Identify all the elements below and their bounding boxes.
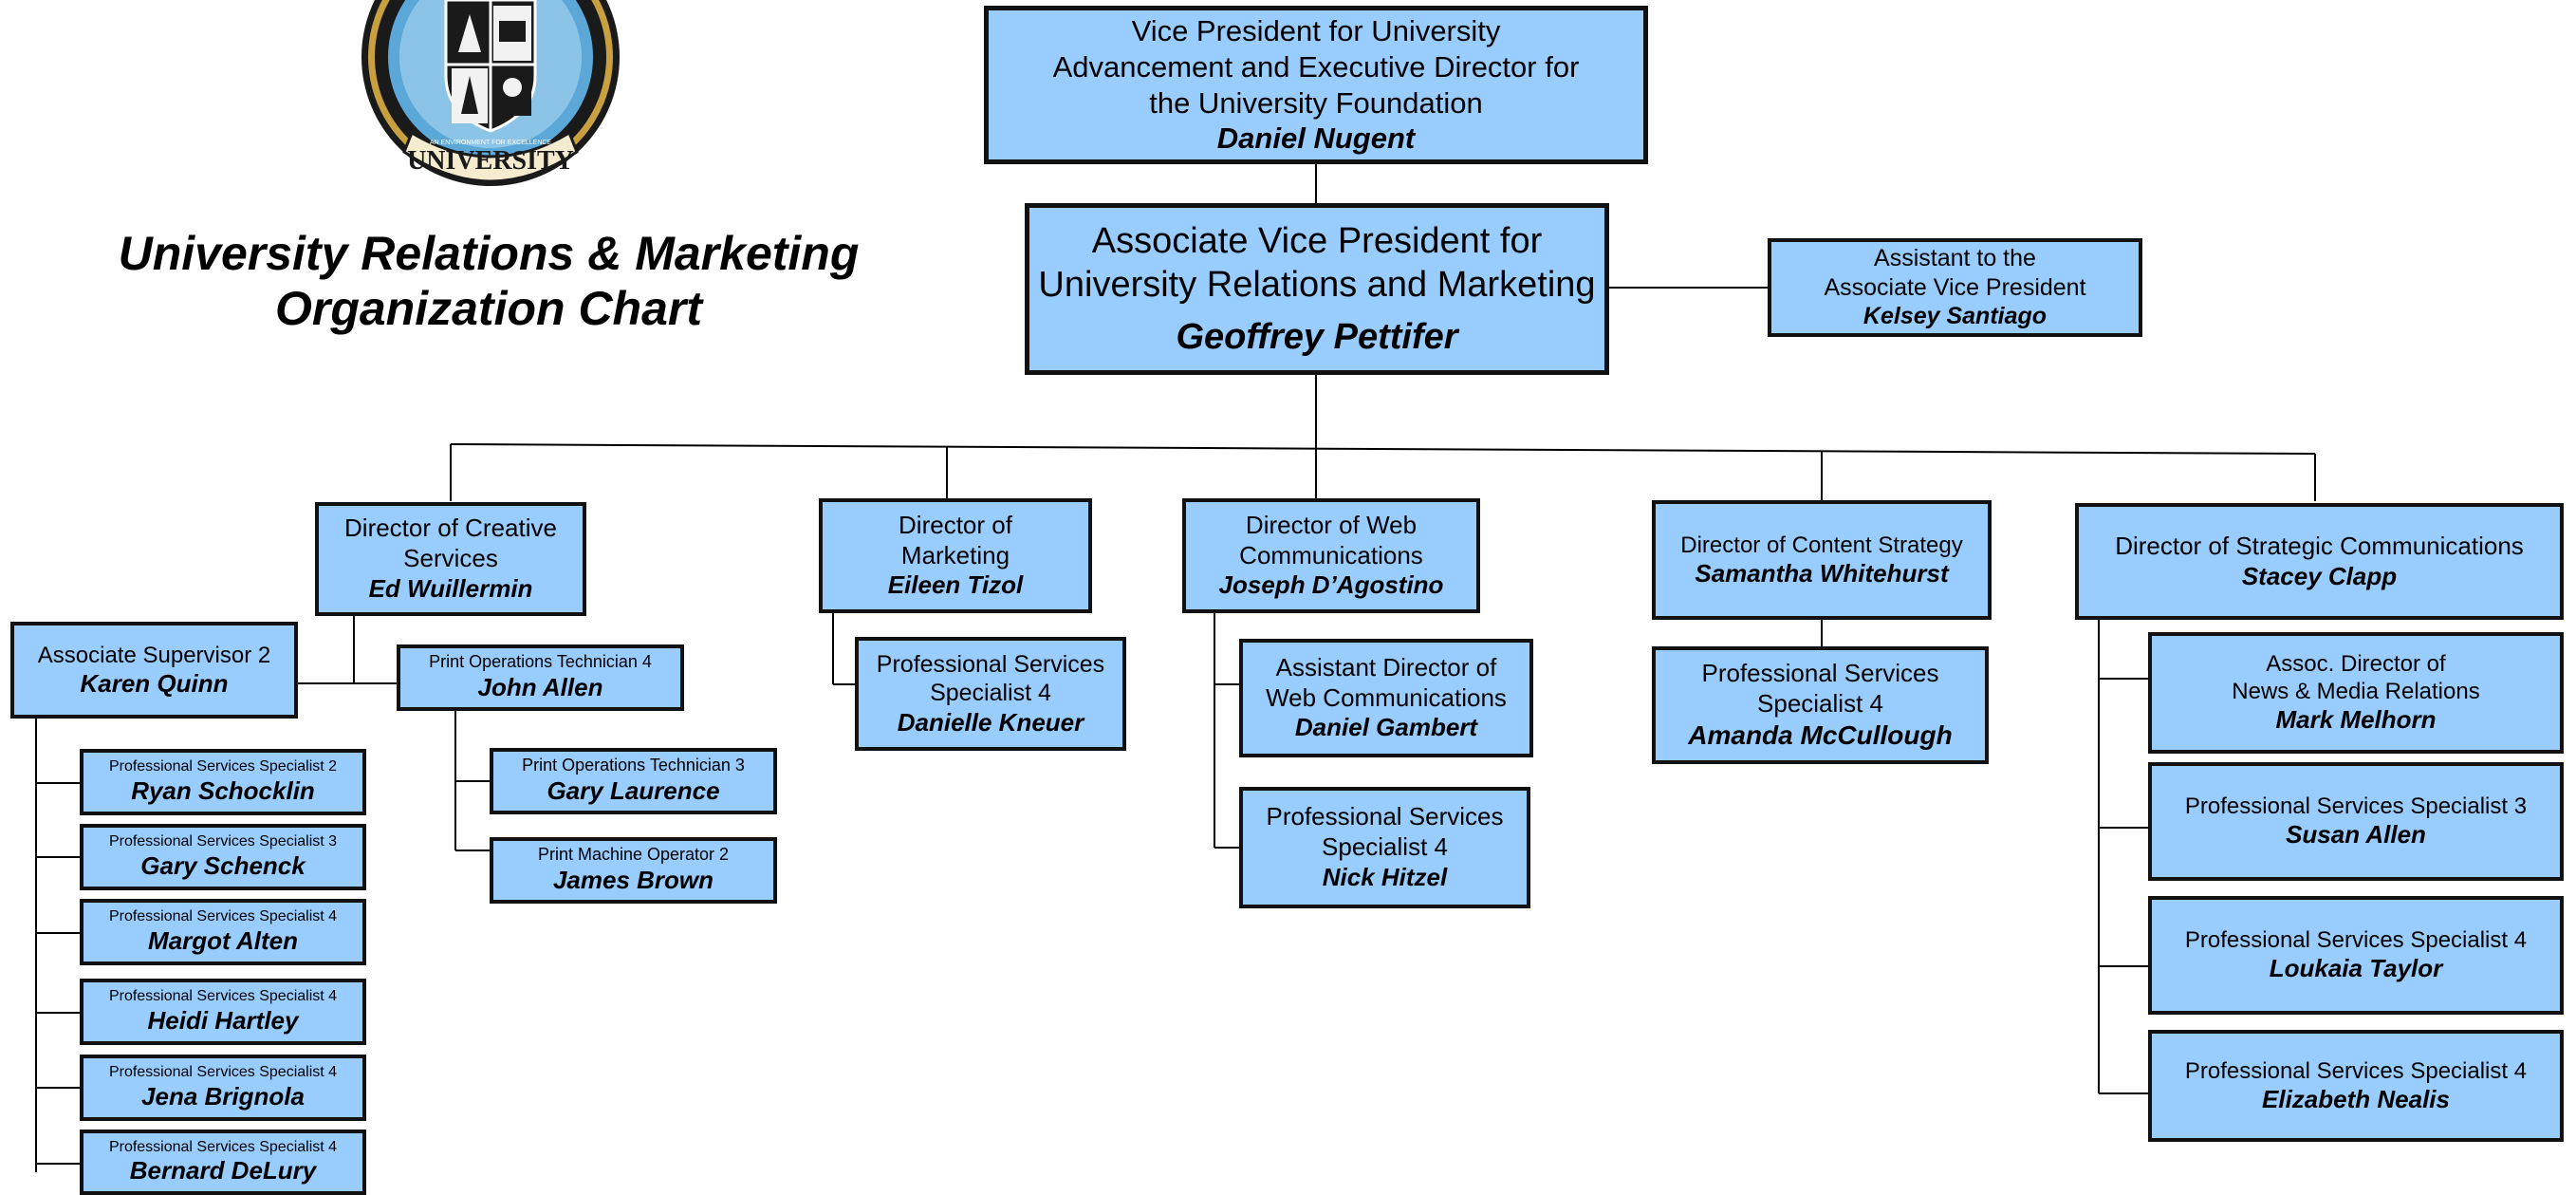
staff-title: Professional Services Specialist 4	[2184, 927, 2528, 953]
web-staff-box: Assistant Director of Web Communications…	[1239, 639, 1533, 757]
content-director-name: Samantha Whitehurst	[1695, 558, 1949, 588]
web-director-name: Joseph D’Agostino	[1218, 570, 1444, 600]
avp-box: Associate Vice President for University …	[1025, 203, 1609, 375]
university-seal-logo: UNIVERSITY AN ENVIRONMENT FOR EXCELLENCE	[361, 0, 620, 186]
content-director-box: Director of Content Strategy Samantha Wh…	[1652, 500, 1992, 620]
marketing-director-title: Director of Marketing	[899, 510, 1012, 569]
staff-title: Print Operations Technician 3	[522, 756, 745, 775]
staff-title: Professional Services Specialist 3	[2184, 794, 2528, 819]
creative-staff-box: Professional Services Specialist 4 Jena …	[80, 1055, 366, 1121]
strategic-director-box: Director of Strategic Communications Sta…	[2075, 503, 2564, 620]
staff-name: Heidi Hartley	[147, 1005, 299, 1035]
print-tech-name: John Allen	[477, 673, 603, 702]
chart-title-line1: University Relations & Marketing	[118, 227, 860, 280]
print-tech-title: Print Operations Technician 4	[429, 652, 652, 672]
web-director-title: Director of Web Communications	[1239, 510, 1423, 569]
web-staff-box: Professional Services Specialist 4 Nick …	[1239, 787, 1530, 908]
staff-name: Daniel Gambert	[1294, 713, 1478, 742]
strategic-staff-box: Assoc. Director of News & Media Relation…	[2148, 632, 2564, 754]
staff-title: Professional Services Specialist 4	[1266, 802, 1504, 862]
creative-staff-box: Professional Services Specialist 2 Ryan …	[80, 749, 366, 815]
staff-title: Professional Services Specialist 4	[108, 1064, 338, 1081]
assoc-supervisor-box: Associate Supervisor 2 Karen Quinn	[10, 622, 298, 719]
staff-title: Assistant Director of Web Communications	[1266, 652, 1507, 712]
staff-title: Professional Services Specialist 2	[108, 758, 338, 775]
staff-title: Professional Services Specialist 4	[108, 1138, 338, 1155]
vp-name: Daniel Nugent	[1216, 121, 1416, 156]
staff-name: Bernard DeLury	[129, 1156, 317, 1186]
assistant-box: Assistant to the Associate Vice Presiden…	[1768, 238, 2142, 337]
connector-director-bus	[450, 443, 2316, 455]
staff-name: Mark Melhorn	[2275, 705, 2437, 735]
web-director-box: Director of Web Communications Joseph D’…	[1182, 498, 1480, 613]
seal-ring-text: AN ENVIRONMENT FOR EXCELLENCE	[430, 140, 552, 146]
staff-name: James Brown	[552, 866, 714, 895]
staff-name: Gary Schenck	[140, 850, 306, 880]
staff-title: Professional Services Specialist 4	[2184, 1057, 2528, 1084]
strategic-staff-box: Professional Services Specialist 4 Eliza…	[2148, 1030, 2564, 1142]
staff-name: Gary Laurence	[547, 776, 720, 806]
creative-director-name: Ed Wuillermin	[368, 573, 533, 603]
staff-name: Margot Alten	[148, 925, 298, 955]
marketing-director-name: Eileen Tizol	[887, 570, 1024, 600]
creative-staff-box: Professional Services Specialist 3 Gary …	[80, 824, 366, 890]
staff-title: Professional Services Specialist 4	[108, 988, 338, 1005]
staff-title: Professional Services Specialist 4	[876, 650, 1105, 707]
avp-name: Geoffrey Pettifer	[1176, 316, 1458, 357]
staff-title: Assoc. Director of News & Media Relation…	[2232, 650, 2480, 705]
strategic-staff-box: Professional Services Specialist 3 Susan…	[2148, 762, 2564, 881]
staff-name: Nick Hitzel	[1322, 862, 1448, 891]
seal-banner-text: UNIVERSITY	[407, 146, 574, 176]
chart-title: University Relations & Marketing Organiz…	[95, 226, 882, 336]
staff-title: Professional Services Specialist 4	[108, 908, 338, 925]
staff-name: Loukaia Taylor	[2269, 954, 2443, 983]
assistant-name: Kelsey Santiago	[1863, 303, 2048, 330]
content-staff-box: Professional Services Specialist 4 Amand…	[1652, 646, 1989, 764]
staff-title: Professional Services Specialist 3	[108, 833, 338, 850]
staff-name: Jena Brignola	[141, 1081, 305, 1111]
creative-director-box: Director of Creative Services Ed Wuiller…	[315, 502, 586, 616]
print-tech-box: Print Operations Technician 4 John Allen	[397, 644, 684, 711]
print-staff-box: Print Machine Operator 2 James Brown	[490, 837, 777, 904]
print-staff-box: Print Operations Technician 3 Gary Laure…	[490, 748, 777, 814]
marketing-director-box: Director of Marketing Eileen Tizol	[819, 498, 1092, 613]
staff-name: Ryan Schocklin	[131, 775, 315, 805]
staff-name: Danielle Kneuer	[897, 707, 1084, 737]
chart-title-line2: Organization Chart	[274, 282, 703, 335]
creative-staff-box: Professional Services Specialist 4 Margo…	[80, 899, 366, 965]
vp-title: Vice President for University Advancemen…	[1052, 13, 1580, 120]
creative-staff-box: Professional Services Specialist 4 Berna…	[80, 1130, 366, 1195]
assistant-title: Assistant to the Associate Vice Presiden…	[1824, 245, 2086, 301]
content-director-title: Director of Content Strategy	[1680, 532, 1963, 558]
vp-box: Vice President for University Advancemen…	[984, 6, 1648, 164]
staff-title: Professional Services Specialist 4	[1701, 659, 1939, 718]
staff-name: Susan Allen	[2286, 820, 2426, 850]
staff-name: Elizabeth Nealis	[2262, 1084, 2450, 1113]
staff-name: Amanda McCullough	[1688, 719, 1953, 750]
creative-staff-box: Professional Services Specialist 4 Heidi…	[80, 979, 366, 1045]
avp-title: Associate Vice President for University …	[1038, 220, 1596, 306]
assoc-supervisor-name: Karen Quinn	[80, 668, 229, 698]
strategic-staff-box: Professional Services Specialist 4 Louka…	[2148, 896, 2564, 1015]
strategic-director-name: Stacey Clapp	[2241, 561, 2398, 590]
assoc-supervisor-title: Associate Supervisor 2	[37, 642, 271, 668]
marketing-staff-box: Professional Services Specialist 4 Danie…	[855, 637, 1126, 751]
staff-title: Print Machine Operator 2	[537, 845, 730, 865]
strategic-director-title: Director of Strategic Communications	[2115, 531, 2524, 560]
creative-director-title: Director of Creative Services	[344, 513, 557, 573]
